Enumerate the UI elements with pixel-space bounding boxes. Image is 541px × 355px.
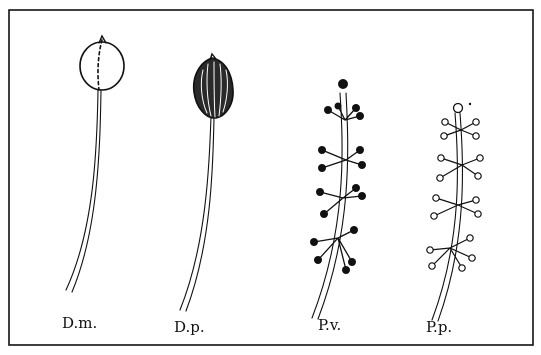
specimen-dp bbox=[180, 54, 233, 311]
caption-pv: P.v. bbox=[318, 316, 341, 334]
pv-top-node bbox=[339, 80, 348, 89]
figure-border bbox=[9, 10, 533, 345]
pp-leaf-nodes bbox=[427, 119, 483, 271]
dm-stalk-2 bbox=[72, 90, 101, 292]
specimen-pp bbox=[427, 103, 483, 321]
pv-stalk bbox=[312, 93, 342, 318]
pp-dot bbox=[469, 103, 471, 105]
specimen-pv bbox=[310, 80, 366, 320]
pp-top-node bbox=[454, 104, 463, 113]
dm-stalk bbox=[66, 90, 98, 290]
dm-capsule bbox=[80, 42, 124, 90]
caption-pp: P.p. bbox=[426, 318, 452, 336]
caption-dp: D.p. bbox=[174, 318, 205, 336]
caption-dm: D.m. bbox=[62, 314, 97, 332]
specimen-dm bbox=[66, 36, 124, 292]
dm-suture bbox=[98, 40, 102, 90]
